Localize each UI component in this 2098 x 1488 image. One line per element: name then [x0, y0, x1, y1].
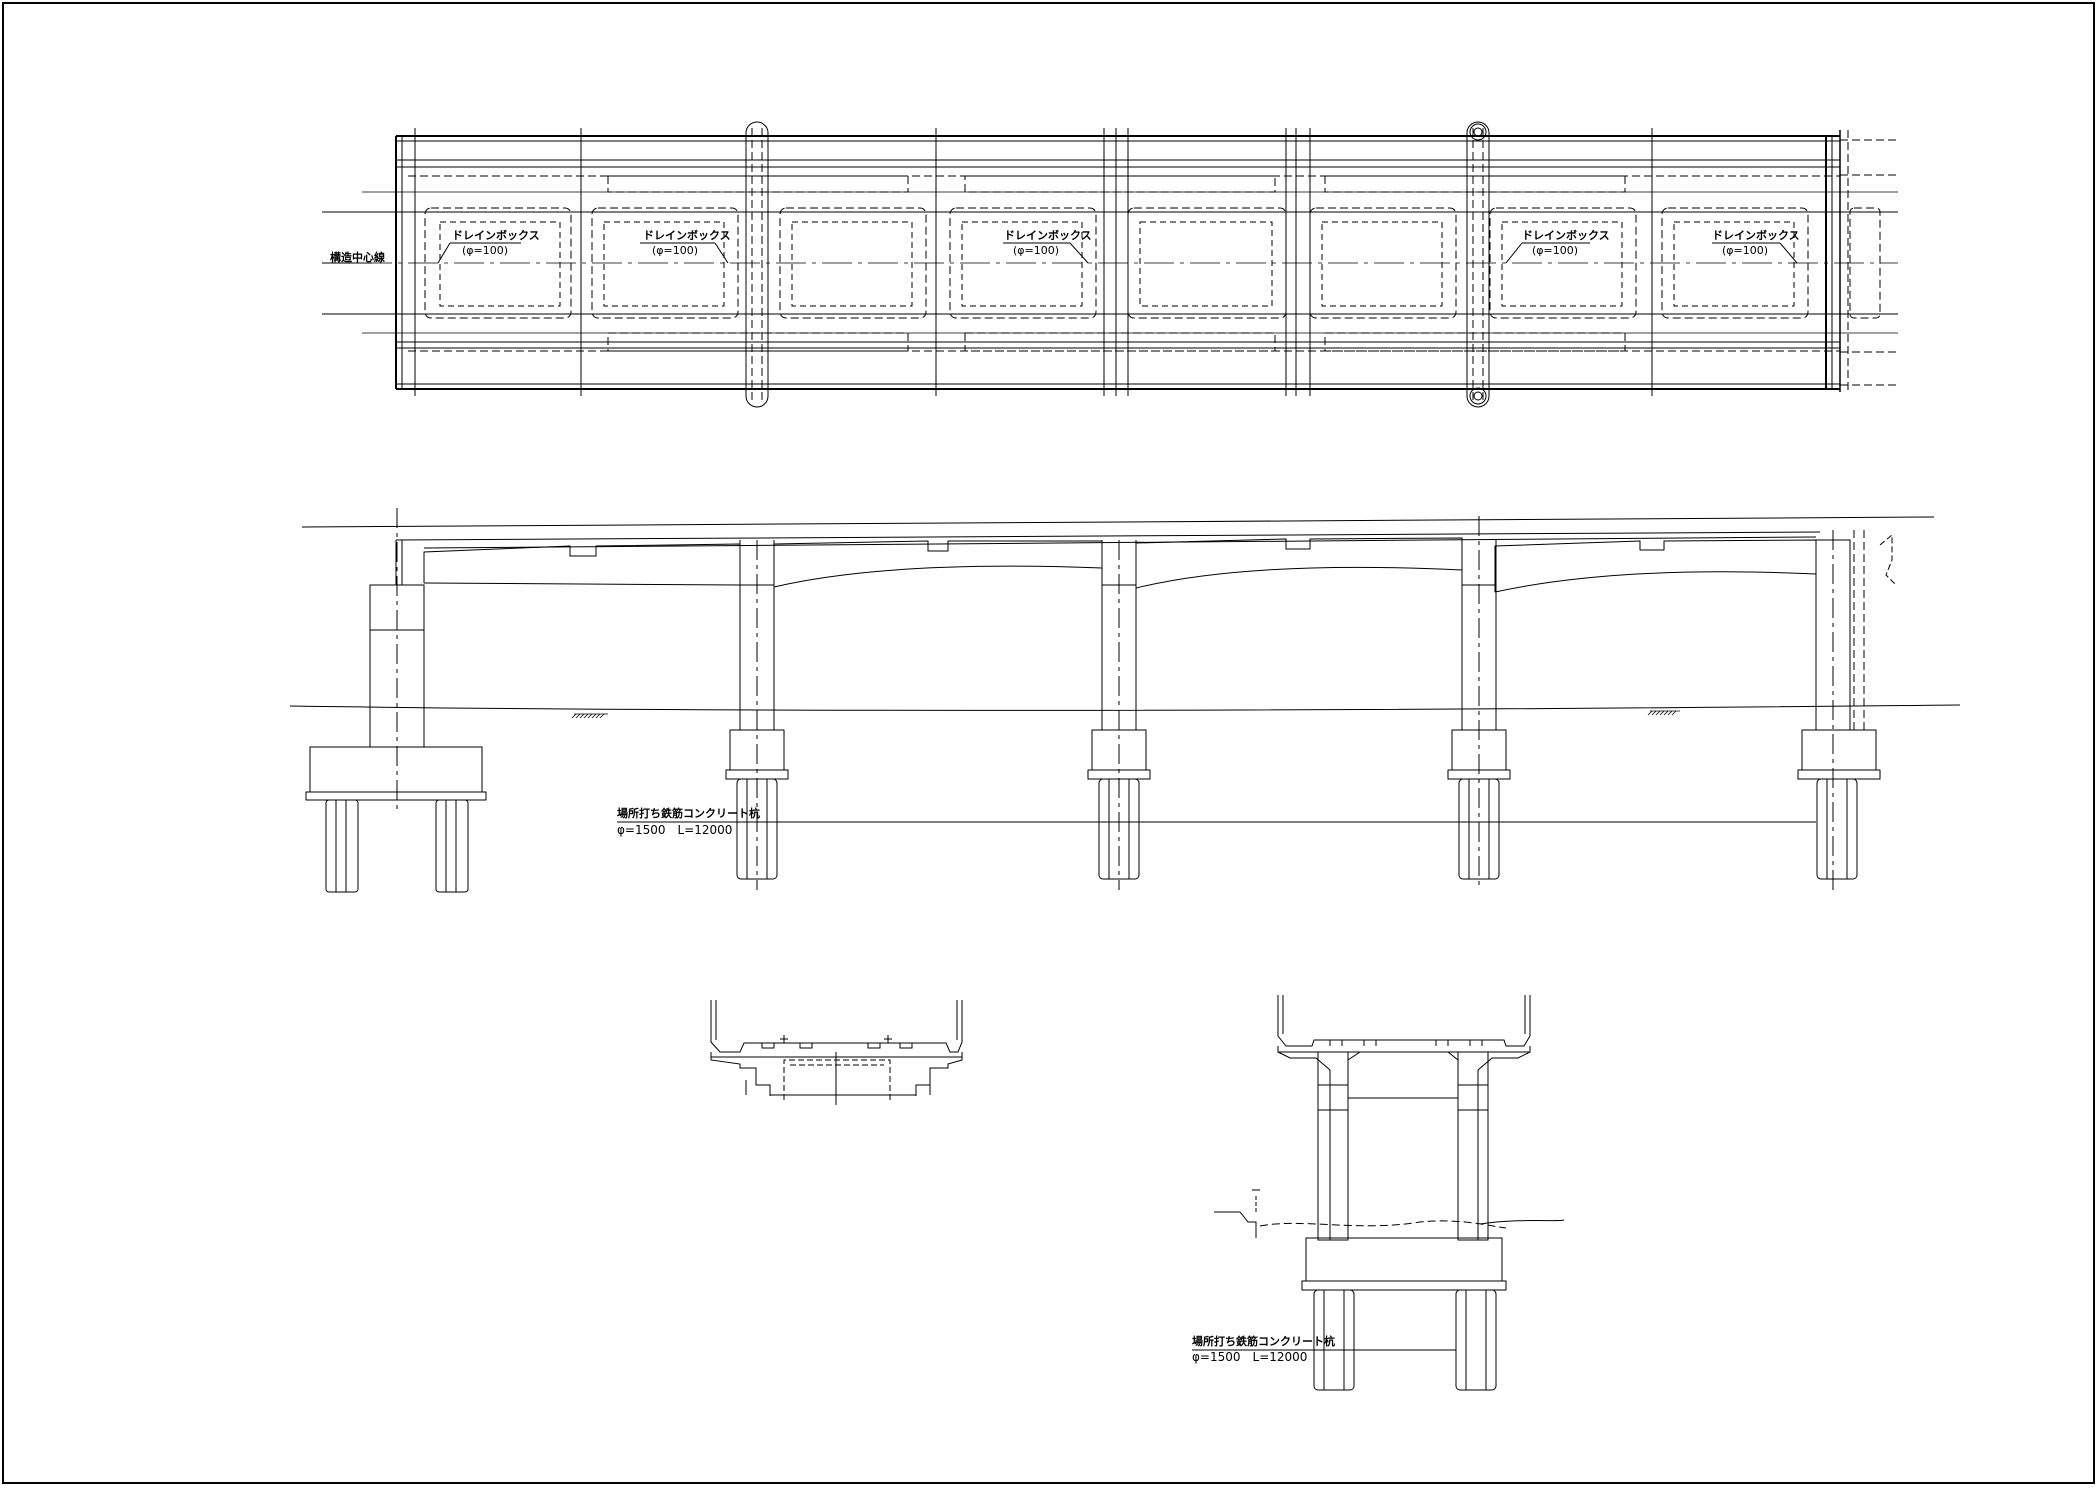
- drain-box-label: ドレインボックス: [643, 228, 731, 242]
- pile-label: 場所打ち鉄筋コンクリート杭: [617, 806, 760, 820]
- drain-box-label: ドレインボックス: [1004, 228, 1092, 242]
- plan-view: [322, 121, 1898, 408]
- drain-box-dim: (φ=100): [462, 244, 508, 257]
- drain-box-dim: (φ=100): [1532, 244, 1578, 257]
- drain-box-dim: (φ=100): [652, 244, 698, 257]
- pile-spec: φ=1500 L=12000: [1192, 1350, 1307, 1364]
- drain-box-label: ドレインボックス: [452, 228, 540, 242]
- centerline-label: 構造中心線: [330, 250, 385, 264]
- pier-cross-section: [1192, 995, 1565, 1391]
- drain-box-dim: (φ=100): [1013, 244, 1059, 257]
- pile-spec: φ=1500 L=12000: [617, 823, 732, 837]
- drain-box-label: ドレインボックス: [1522, 228, 1610, 242]
- drain-box-label: ドレインボックス: [1712, 228, 1800, 242]
- pile-label: 場所打ち鉄筋コンクリート杭: [1192, 1334, 1335, 1348]
- drain-box-dim: (φ=100): [1722, 244, 1768, 257]
- side-elevation: [289, 508, 1961, 893]
- deck-cross-section: [710, 1000, 963, 1105]
